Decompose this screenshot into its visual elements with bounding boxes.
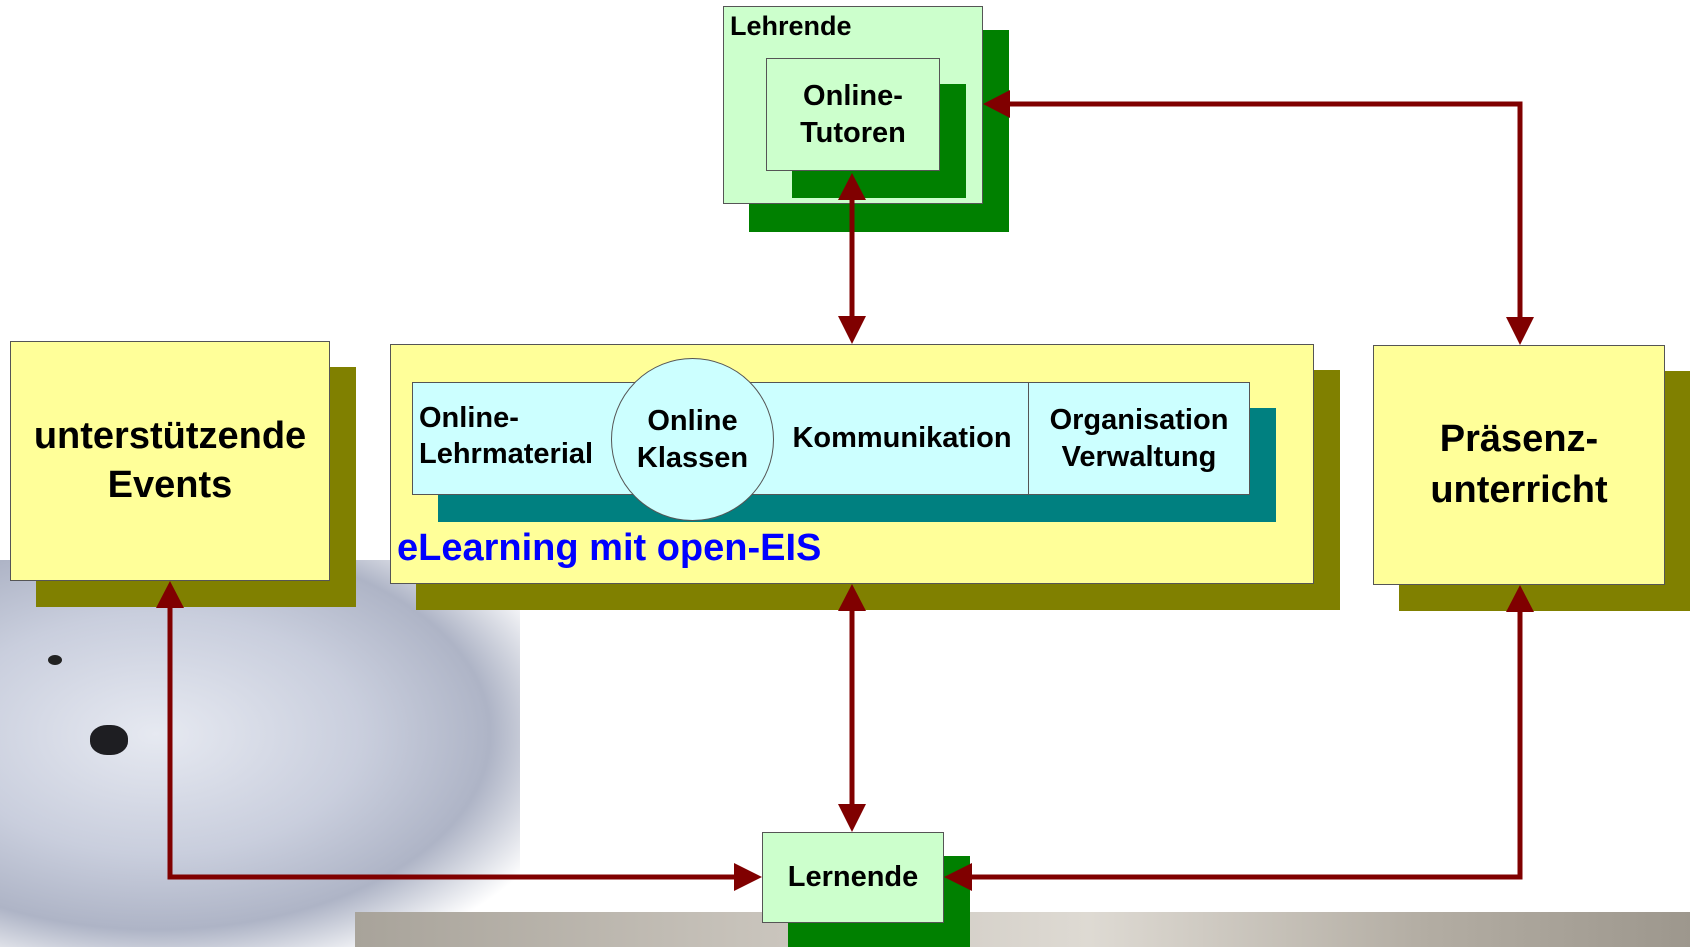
module-organisation: Organisation Verwaltung xyxy=(1028,382,1250,495)
arrow-learners-presence xyxy=(970,608,1523,880)
arrowhead-tutors xyxy=(838,173,866,200)
tutors-box: Online- Tutoren xyxy=(766,58,940,171)
learners-box: Lernende xyxy=(762,832,944,923)
presence-box: Präsenz- unterricht xyxy=(1373,345,1665,585)
arrowhead-elearning-bottom xyxy=(838,584,866,611)
bear-eye-left xyxy=(48,655,62,665)
bear-nose xyxy=(90,725,128,755)
module-communication: Kommunikation xyxy=(792,422,1012,454)
arrowhead-presence-bottom xyxy=(1506,585,1534,612)
elearning-caption: eLearning mit open-EIS xyxy=(397,527,822,569)
arrowhead-teachers xyxy=(983,90,1010,118)
arrowhead-learners-right xyxy=(944,863,972,891)
module-classes: Online Klassen xyxy=(611,358,774,521)
polar-bear-background xyxy=(0,560,520,947)
arrowhead-events xyxy=(156,581,184,608)
arrow-teachers-presence xyxy=(1005,101,1523,318)
module-material: Online- Lehrmaterial xyxy=(419,402,594,471)
arrowhead-elearning-top xyxy=(838,316,866,344)
arrowhead-learners-left xyxy=(734,863,762,891)
events-box: unterstützende Events xyxy=(10,341,330,581)
teachers-label: Lehrende xyxy=(730,11,852,41)
arrowhead-presence-top xyxy=(1506,317,1534,345)
background-strip-image xyxy=(355,912,1690,947)
arrow-events-learners xyxy=(167,608,735,880)
arrowhead-learners-top xyxy=(838,804,866,832)
